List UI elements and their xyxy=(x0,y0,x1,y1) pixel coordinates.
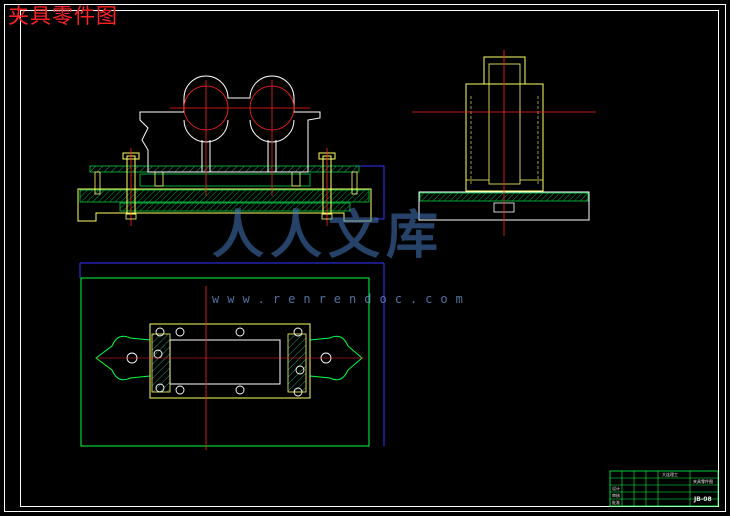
hole-7 xyxy=(235,385,245,395)
side-view xyxy=(412,50,596,236)
top-clamp-right xyxy=(287,333,307,393)
hole-8 xyxy=(293,387,303,397)
top-clamp-left xyxy=(151,333,171,393)
hole-6 xyxy=(175,385,185,395)
hole-2 xyxy=(175,327,185,337)
top-base-plate xyxy=(80,277,370,447)
title-block-part-name: 夹具零件图 xyxy=(693,479,713,484)
clamp-bar-inner xyxy=(139,173,311,187)
title-block-drawing-code: JB-08 xyxy=(694,496,712,503)
watermark-url: www.renrendoc.com xyxy=(212,292,471,306)
outer-border xyxy=(4,4,726,512)
title-block-approver: 批准 xyxy=(612,500,620,505)
hole-4 xyxy=(293,327,303,337)
pin-right xyxy=(295,365,305,375)
title-block-checker: 审核 xyxy=(612,493,620,498)
base-plate-section xyxy=(79,189,370,203)
stud-right-b xyxy=(351,171,358,195)
side-housing-top xyxy=(483,56,526,85)
nut-left-bottom xyxy=(125,213,137,220)
title-block-university: 大连理工 xyxy=(662,472,678,477)
base-plate-outline xyxy=(77,188,372,222)
side-housing-outer xyxy=(465,83,544,192)
front-dimension-line xyxy=(355,165,385,220)
inner-border xyxy=(20,10,719,507)
top-workpiece-outer xyxy=(149,323,311,399)
front-view xyxy=(77,75,385,226)
hole-3 xyxy=(235,327,245,337)
title-block-designer: 设计 xyxy=(612,486,620,491)
hole-5 xyxy=(155,383,165,393)
stud-left-a xyxy=(94,171,101,195)
watermark-logo-text: 人人文库 xyxy=(212,206,445,266)
clamp-bar xyxy=(89,165,360,173)
workpiece-housing xyxy=(139,75,321,173)
top-workpiece-inner xyxy=(169,339,281,385)
title-block-grid xyxy=(609,470,719,507)
top-view xyxy=(79,262,385,450)
lower-plate-section xyxy=(119,202,351,212)
hole-1 xyxy=(155,327,165,337)
nut-right-bottom xyxy=(321,213,333,220)
side-housing-inner xyxy=(488,63,521,185)
drawing-title: 夹具零件图 xyxy=(8,4,118,28)
